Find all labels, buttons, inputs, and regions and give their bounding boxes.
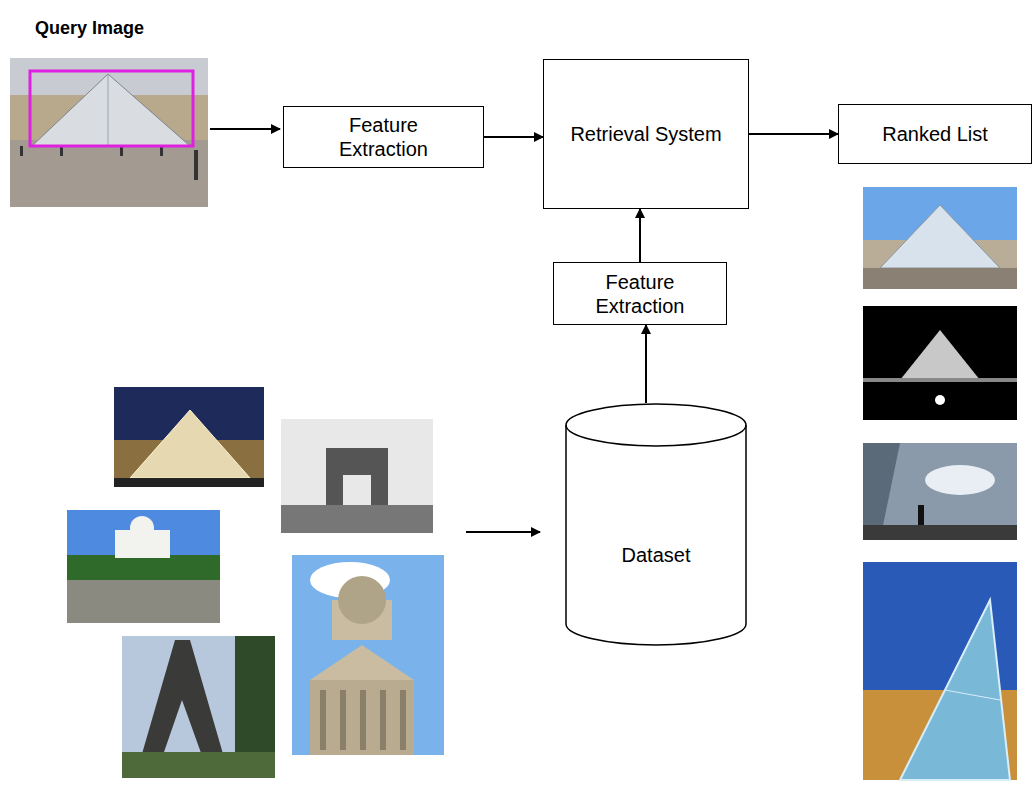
node-text: Retrieval System	[570, 122, 721, 146]
process-box: Feature Extraction	[283, 106, 484, 168]
arrow-connector	[639, 209, 641, 262]
process-box: Retrieval System	[543, 59, 749, 209]
arrow-connector	[484, 136, 543, 138]
arrow-connector	[645, 325, 647, 403]
output-box: Ranked List	[838, 104, 1032, 164]
process-box: Feature Extraction	[553, 262, 727, 325]
node-text: Feature Extraction	[565, 270, 715, 318]
dataset-photos	[67, 387, 444, 778]
cylinder-outline	[565, 403, 747, 646]
ranked-photos	[863, 187, 1017, 780]
query-photo	[10, 58, 208, 207]
node-text: Feature Extraction	[309, 113, 459, 161]
database-cylinder: Dataset	[565, 403, 747, 646]
figure-label: Query Image	[35, 18, 144, 39]
query-arrow	[210, 128, 280, 130]
dataset-arrow	[466, 531, 540, 533]
node-text: Ranked List	[882, 122, 988, 146]
arrow-connector	[749, 133, 838, 135]
node-text: Dataset	[622, 543, 691, 567]
